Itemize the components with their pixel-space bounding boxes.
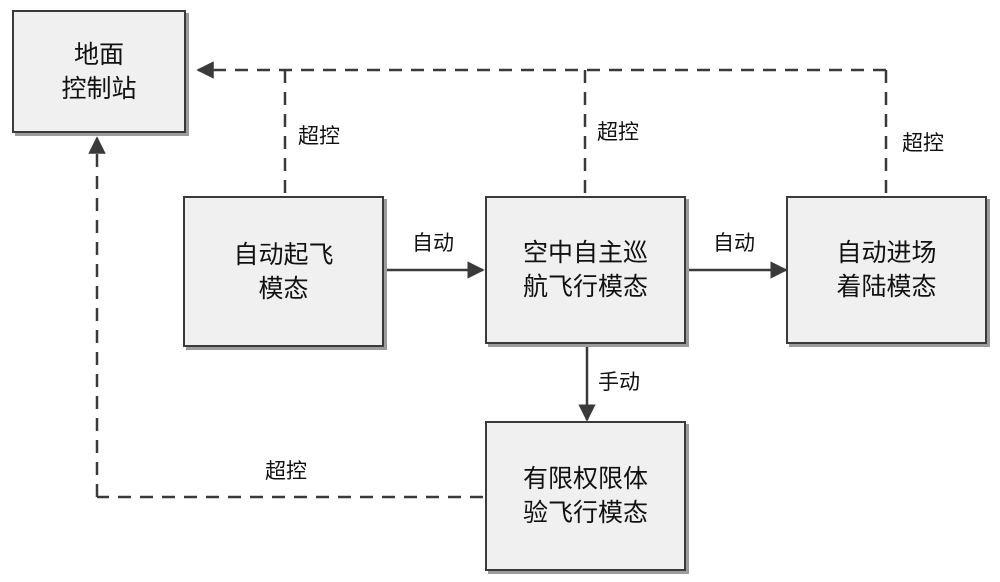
label-auto-1: 自动 — [412, 231, 454, 255]
cruise-line2: 航飞行模态 — [522, 272, 648, 301]
ground-station-line1: 地面 — [73, 39, 124, 69]
auto-takeoff-line2: 模态 — [258, 273, 309, 303]
limited-authority-box: 有限权限体 验飞行模态 — [485, 421, 686, 571]
auto-takeoff-box: 自动起飞 模态 — [183, 196, 384, 347]
auto-landing-line2: 着陆模态 — [836, 272, 937, 301]
limited-authority-line2: 验飞行模态 — [522, 498, 648, 527]
label-auto-2: 自动 — [713, 231, 755, 255]
cruise-line1: 空中自主巡 — [522, 238, 648, 267]
auto-takeoff-line1: 自动起飞 — [233, 239, 334, 269]
label-manual: 手动 — [598, 370, 640, 394]
label-override-landing: 超控 — [902, 131, 944, 155]
label-override-cruise: 超控 — [597, 120, 639, 144]
limited-authority-line1: 有限权限体 — [522, 464, 648, 493]
label-override-takeoff: 超控 — [298, 124, 340, 148]
cruise-box: 空中自主巡 航飞行模态 — [485, 196, 686, 344]
auto-landing-line1: 自动进场 — [836, 238, 937, 267]
ground-control-station-box: 地面 控制站 — [12, 10, 186, 133]
ground-station-line2: 控制站 — [61, 73, 137, 103]
auto-landing-box: 自动进场 着陆模态 — [786, 196, 987, 344]
label-override-limited: 超控 — [265, 459, 307, 483]
